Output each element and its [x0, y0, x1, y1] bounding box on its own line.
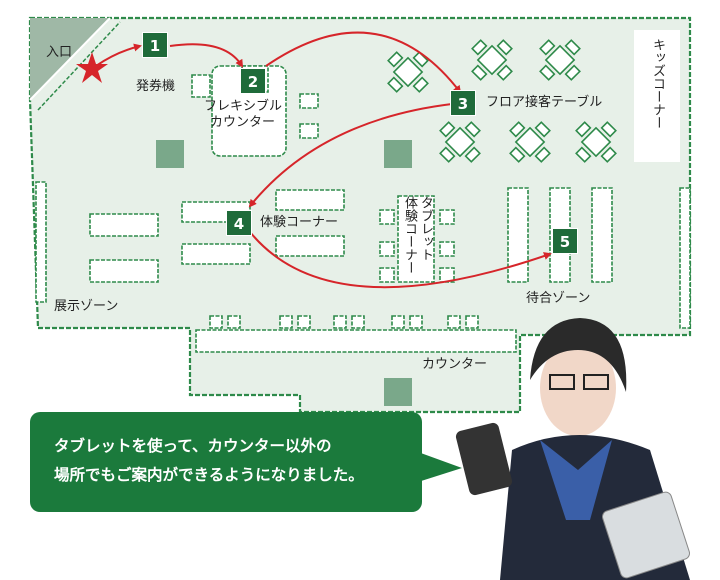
counter-label: カウンター [422, 357, 488, 372]
pillar [384, 140, 412, 168]
flexible-counter-label: フレキシブル [204, 99, 283, 114]
pillar [384, 378, 412, 406]
counter [195, 329, 517, 353]
experience-corner-label: 体験コーナー [260, 215, 339, 230]
bubble-line-1: タブレットを使って、カウンター以外の [54, 437, 332, 455]
step-badge-4: 4 [226, 210, 252, 236]
route-arrow [169, 43, 244, 68]
route-arrow [95, 43, 142, 67]
ticket-machine-label: 発券機 [136, 79, 176, 94]
route-arrows [95, 31, 552, 289]
pillar [156, 140, 184, 168]
step-badge-2: 2 [240, 68, 266, 94]
route-arrow [249, 231, 552, 289]
tablet-corner-label: 体験コーナー [402, 196, 417, 274]
waiting-zone-label: 待合ゾーン [526, 291, 591, 306]
flexible-counter-label: カウンター [210, 115, 276, 130]
floor-table-label: フロア接客テーブル [486, 95, 603, 110]
bubble-tail [418, 452, 462, 482]
route-arrow [248, 103, 453, 208]
tablet-corner-label: タブレット [418, 196, 433, 261]
experience-table [275, 189, 345, 211]
exhibit-table [89, 213, 159, 237]
experience-table [275, 235, 345, 257]
start-star-icon [76, 52, 108, 83]
ticket-machine [191, 74, 211, 98]
entrance-label: 入口 [46, 45, 73, 60]
step-badge-3: 3 [450, 90, 476, 116]
tablet-table [397, 195, 435, 283]
exhibit-table [89, 259, 159, 283]
staff-illustration [455, 318, 690, 580]
step-badge-5: 5 [552, 228, 578, 254]
step-badge-1: 1 [142, 32, 168, 58]
kids-corner-area [634, 30, 680, 162]
kids-corner-label: キッズコーナー [650, 38, 665, 129]
speech-bubble: タブレットを使って、カウンター以外の 場所でもご案内ができるようになりました。 [30, 412, 422, 512]
bubble-line-2: 場所でもご案内ができるようになりました。 [54, 466, 364, 484]
route-arrow [265, 31, 462, 94]
exhibit-zone-label: 展示ゾーン [54, 299, 119, 314]
experience-table [181, 243, 251, 265]
